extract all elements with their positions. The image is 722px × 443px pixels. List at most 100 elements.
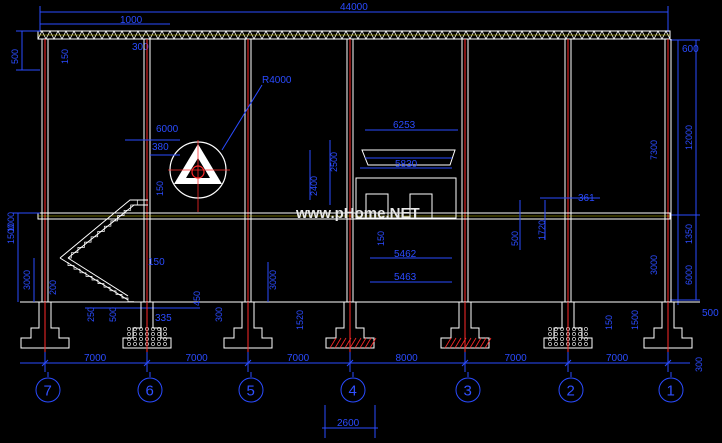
column [244,39,252,302]
rubble-mark [133,342,137,346]
rubble-mark [133,337,137,341]
rubble-mark [560,327,564,331]
rubble-mark [133,327,137,331]
rubble-mark [127,327,131,331]
bay-dimension-label: 7000 [606,353,629,364]
rubble-mark [584,337,588,341]
rubble-mark [572,342,576,346]
mid-dim-361: 361 [578,193,595,204]
rubble-mark [578,342,582,346]
rubble-mark [139,342,143,346]
rubble-mark [151,337,155,341]
foundation [122,301,172,352]
column [564,39,572,302]
lower-dim-200: 200 [48,280,58,295]
axis-bubble [35,377,61,403]
bay-dimension-label: 7000 [287,353,310,364]
axis-label: 3 [464,383,472,400]
footing-hatch [464,337,472,349]
lower-dim-300: 300 [214,307,224,322]
upper-dim-380: 380 [152,142,169,153]
lower-dim-1500-r: 1500 [630,310,640,330]
footing-hatch [479,337,487,349]
rubble-mark [548,342,552,346]
rubble-mark [548,337,552,341]
footing-outline [543,301,593,349]
foundation [440,301,492,352]
mid-dim-500: 500 [510,231,520,246]
foundation [223,301,273,352]
footing-outline [20,301,70,349]
mid-right-dims [519,197,600,250]
lower-dim-500: 500 [108,307,118,322]
footing-hatch [469,337,477,349]
foundations [20,301,693,352]
rubble-mark [151,332,155,336]
rubble-mark [139,337,143,341]
rubble-mark [157,342,161,346]
bay-dimension-label: 7000 [84,353,107,364]
axis-bubble [137,377,163,403]
rubble-mark [151,327,155,331]
upper-equipment [355,149,457,219]
rubble-mark [151,342,155,346]
footing-hatch [449,337,457,349]
bay-dimension-label: 8000 [396,353,419,364]
rubble-mark [572,337,576,341]
axis-bubble [238,377,264,403]
footing-outline [223,301,273,349]
lower-dim-1000: 1000 [6,212,16,232]
footing-hatch [339,337,347,349]
foundation [543,301,593,352]
top-dim-1000: 1000 [120,15,143,26]
upper-dim-2500: 2500 [329,152,339,172]
left-dim-150: 150 [60,49,70,64]
column [143,39,151,302]
columns [41,39,672,302]
rubble-mark [548,327,552,331]
rubble-mark [584,342,588,346]
lower-dim-335: 335 [155,313,172,324]
rubble-mark [127,342,131,346]
upper-dim-150: 150 [155,181,165,196]
side-dims-left [16,30,40,71]
right-dim-12000: 12000 [684,125,694,150]
watermark-text: www.pHome.NET [295,205,420,222]
upper-dim-6000: 6000 [156,124,179,135]
rubble-mark [133,332,137,336]
rubble-mark [572,327,576,331]
footing-hatch [454,337,462,349]
footing-hatch [484,337,492,349]
axis-bubble [658,377,684,403]
canopy-symbol [168,140,230,212]
rubble-mark [163,342,167,346]
lower-left-dims [12,212,269,309]
lower-dim-150-b: 150 [148,257,165,268]
footing-outline [122,301,172,349]
rubble-mark [560,337,564,341]
rubble-mark [584,327,588,331]
rubble-mark [157,332,161,336]
column [461,39,469,302]
footing-hatch [364,337,372,349]
canopy-radius-label: R4000 [262,75,292,86]
axis-label: 2 [567,383,575,400]
axis-label: 1 [667,383,675,400]
left-dim-500: 500 [10,49,20,64]
lower-dim-1520: 1520 [295,310,305,330]
rubble-mark [163,337,167,341]
axis-label: 4 [349,383,357,400]
axis-bubble [455,377,481,403]
axis-bubble [340,377,366,403]
axis-label: 6 [146,383,154,400]
rubble-mark [578,337,582,341]
axis-bubble [558,377,584,403]
rubble-mark [554,332,558,336]
mid-dim-5462: 5462 [394,249,417,260]
right-dim-3000: 3000 [649,255,659,275]
rubble-mark [163,327,167,331]
rubble-mark [578,332,582,336]
rubble-mark [139,327,143,331]
upper-dim-6253: 6253 [393,120,416,131]
